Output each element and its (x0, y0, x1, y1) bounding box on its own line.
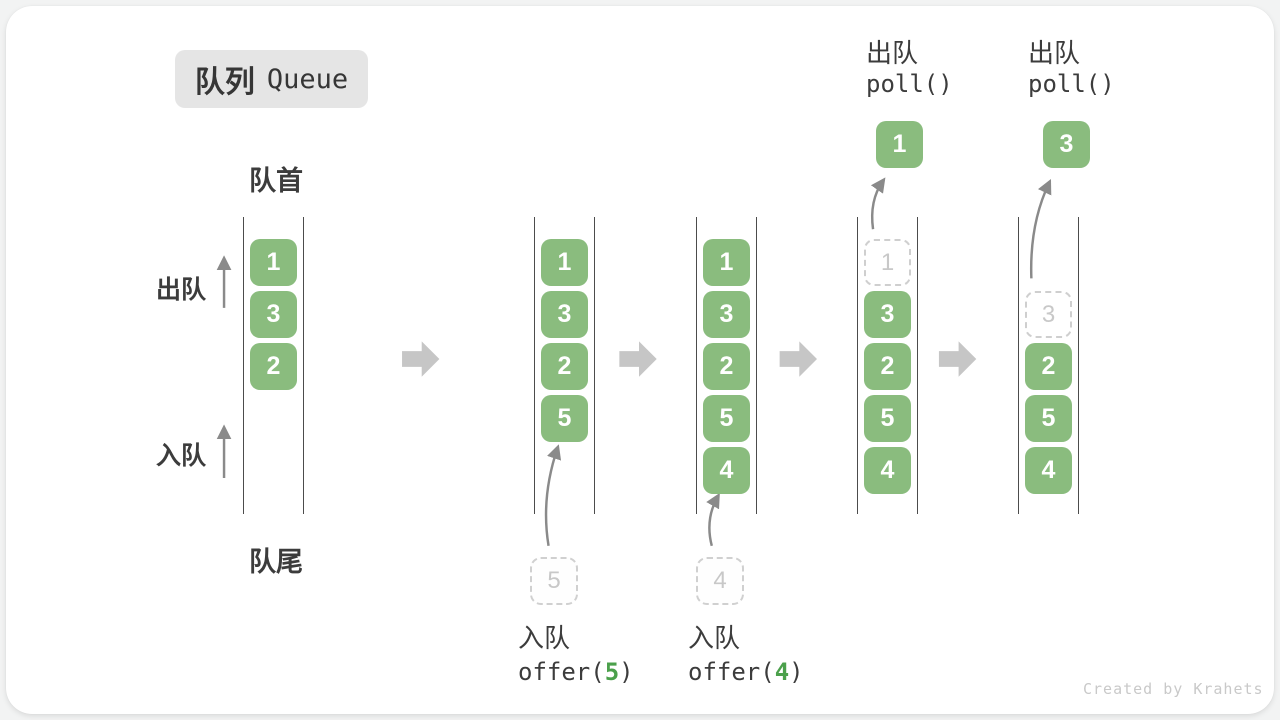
queue-state-1: 1 3 2 (243, 217, 304, 514)
block-arrow-icon (619, 341, 657, 377)
queue-item: 3 (703, 291, 750, 338)
queue-item-ghost: 1 (864, 239, 911, 286)
enqueue-ghost-box: 5 (530, 557, 578, 605)
queue-item: 3 (250, 291, 297, 338)
queue-item: 1 (541, 239, 588, 286)
label-queue-front: 队首 (249, 166, 303, 196)
queue-item: 4 (1025, 447, 1072, 494)
arrows-overlay (216, 177, 1052, 547)
enqueue-op-label: 入队 (518, 623, 571, 653)
queue-item: 1 (703, 239, 750, 286)
queue-item: 2 (250, 343, 297, 390)
queue-item: 2 (703, 343, 750, 390)
poll-op-label: 出队 (1028, 38, 1081, 68)
queue-item: 2 (864, 343, 911, 390)
queue-item: 5 (703, 395, 750, 442)
queue-state-2: 1 3 2 5 (534, 217, 595, 514)
label-enqueue-side: 入队 (155, 442, 206, 470)
queue-item: 4 (703, 447, 750, 494)
queue-state-4: 1 3 2 5 4 (857, 217, 918, 514)
queue-item: 1 (250, 239, 297, 286)
code-arg: 4 (774, 658, 790, 686)
queue-state-3: 1 3 2 5 4 (696, 217, 757, 514)
enqueue-ghost-box: 4 (696, 557, 744, 605)
queue-item: 3 (541, 291, 588, 338)
code-text: offer( (518, 658, 605, 686)
diagram-card: 队列 Queue 队首 队尾 出队 入队 1 3 2 1 3 2 5 1 3 2… (6, 6, 1274, 714)
enqueue-op-code: offer(5) (518, 658, 634, 686)
queue-item: 3 (864, 291, 911, 338)
enqueue-op-code: offer(4) (688, 658, 804, 686)
poll-result-box: 1 (876, 121, 923, 168)
code-text: offer( (688, 658, 775, 686)
queue-item: 4 (864, 447, 911, 494)
queue-state-5: 3 2 5 4 (1018, 217, 1079, 514)
block-arrow-icon (938, 341, 977, 377)
code-arg: 5 (604, 658, 620, 686)
title-zh: 队列 (194, 66, 255, 99)
title-badge: 队列 Queue (175, 50, 368, 108)
queue-item: 2 (1025, 343, 1072, 390)
code-text: ) (619, 658, 634, 686)
queue-item-ghost: 3 (1025, 291, 1072, 338)
watermark: Created by Krahets (1083, 680, 1264, 698)
title-en: Queue (266, 63, 349, 95)
block-arrow-icon (779, 341, 817, 377)
block-arrow-icon (402, 341, 440, 377)
label-queue-rear: 队尾 (249, 547, 303, 577)
label-dequeue-side: 出队 (155, 276, 206, 304)
poll-result-box: 3 (1043, 121, 1090, 168)
enqueue-op-label: 入队 (688, 623, 741, 653)
poll-op-code: poll() (866, 70, 953, 98)
poll-op-code: poll() (1028, 70, 1115, 98)
queue-item: 5 (1025, 395, 1072, 442)
queue-item: 5 (541, 395, 588, 442)
queue-item: 2 (541, 343, 588, 390)
code-text: ) (789, 658, 804, 686)
poll-op-label: 出队 (866, 38, 919, 68)
queue-item: 5 (864, 395, 911, 442)
